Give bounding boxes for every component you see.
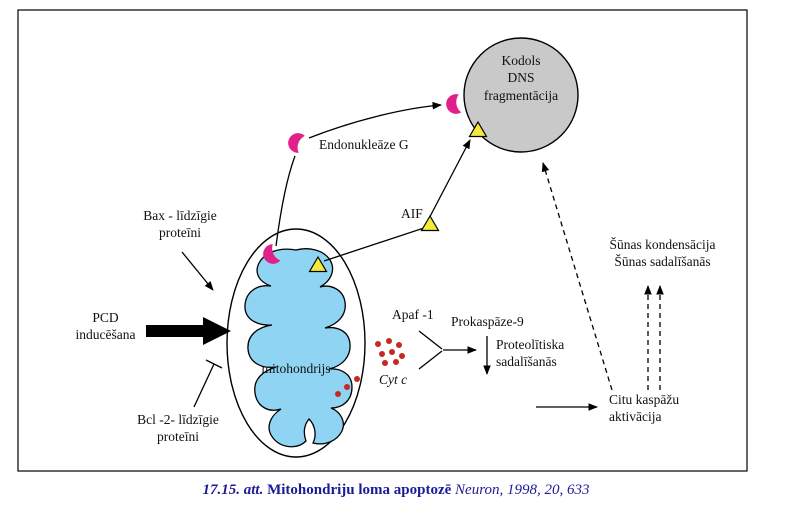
bax-arrow <box>181 251 214 291</box>
bcl-inhibition-line <box>193 363 215 408</box>
bax-label: Bax - līdzīgie proteīni <box>143 208 217 241</box>
cell-changes-label: Šūnas kondensācija Šūnas sadalīšanās <box>609 237 716 270</box>
figure-title: Mitohondriju loma apoptozē <box>267 482 452 498</box>
nucleus-circle <box>463 37 579 153</box>
pcd-label: PCD inducēšana <box>75 310 136 343</box>
endonuclease-to-nucleus-arrow <box>308 101 442 139</box>
fork-upper-line <box>418 330 443 350</box>
caspase-to-nucleus-dashed-arrow <box>541 162 613 391</box>
figure-caption: 17.15. att. Mitohondriju loma apoptozē N… <box>0 482 792 499</box>
endonuclease-icon-cytosol <box>285 130 306 154</box>
crescent-release-line <box>275 155 296 247</box>
aif-to-nucleus-arrow <box>323 139 471 262</box>
fork-lower-line <box>418 350 443 370</box>
procaspase-label: Prokaspāze-9 <box>451 314 524 329</box>
apaf-label: Apaf -1 <box>392 307 434 322</box>
endonuclease-label: Endonukleāze G <box>319 137 409 152</box>
mitochondrion-cristae <box>244 248 353 448</box>
bcl-inhibition-bar <box>205 359 223 369</box>
figure-number: 17.15. att. <box>202 482 264 498</box>
endonuclease-icon-nucleus <box>444 93 462 116</box>
aif-label: AIF <box>401 206 423 221</box>
figure-source: Neuron, 1998, 20, 633 <box>455 482 590 498</box>
cyt-c-label: Cyt c <box>379 372 408 387</box>
nucleus-label: Kodols DNS fragmentācija <box>483 53 559 103</box>
dashed-arrows <box>541 162 664 391</box>
proteolysis-label: Proteolītiska sadalīšanās <box>496 337 565 370</box>
diagram-frame <box>17 9 748 472</box>
cytochrome-c-dots <box>335 338 405 397</box>
pcd-induction-arrow <box>146 317 231 345</box>
bcl-label: Bcl -2- līdzīgie proteīni <box>137 412 219 445</box>
caspase-activation-label: Citu kaspāžu aktivācija <box>609 392 680 425</box>
mitochondrion-label: mitohondrijs <box>261 361 331 376</box>
